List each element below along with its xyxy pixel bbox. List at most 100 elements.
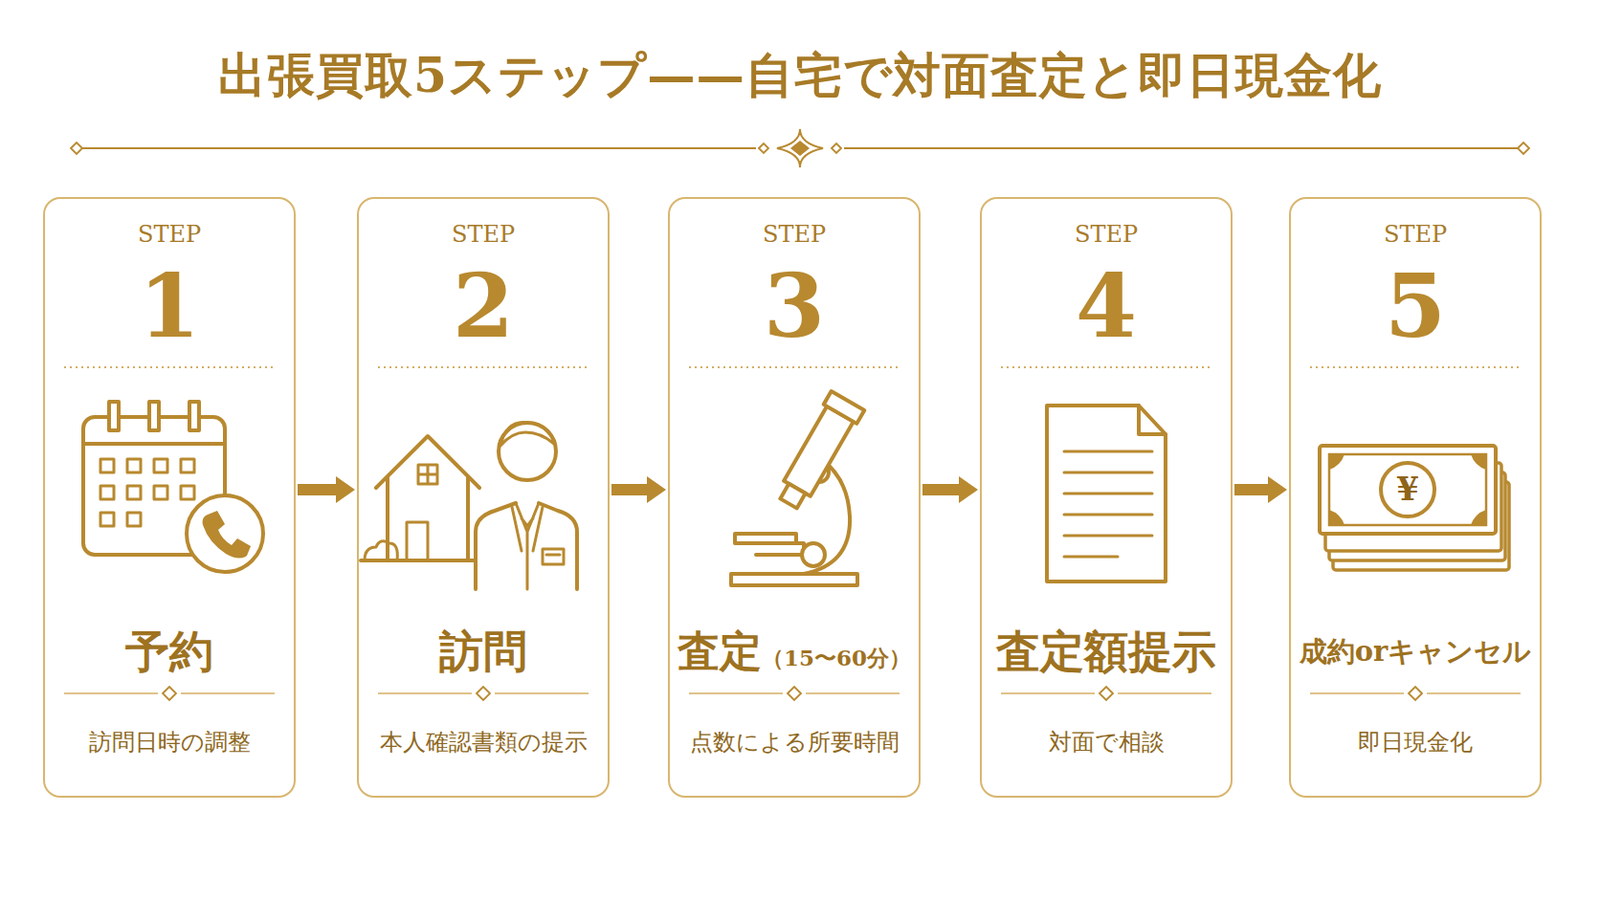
step-description: 対面で相談: [981, 728, 1231, 757]
divider-line: [1117, 692, 1212, 695]
step-card: STEP 3 査定（15〜60分） 点数による所要時間: [667, 197, 921, 799]
heading-note: （15〜60分）: [761, 632, 912, 685]
document-page: [1046, 405, 1166, 582]
bill-corner: [1470, 510, 1487, 526]
microscope-knob: [801, 543, 825, 567]
divider-line: [64, 692, 158, 695]
dotted-divider: [688, 366, 900, 369]
divider-line: [1310, 692, 1404, 695]
document-fold: [1138, 405, 1166, 435]
dotted-divider: [1310, 366, 1521, 369]
microscope-stage: [734, 533, 804, 556]
step-description: 点数による所要時間: [669, 728, 919, 757]
diagram-title: 出張買取5ステップ——自宅で対面査定と即日現金化: [0, 42, 1600, 110]
microscope-base: [731, 574, 858, 586]
calendar-cell: [154, 459, 168, 473]
step-card: STEP 1 予約訪問日時の調整: [43, 197, 296, 799]
person-lapel: [511, 507, 543, 552]
rule-ornament: [790, 140, 810, 156]
calendar-cell: [154, 486, 168, 500]
rule-diamond: [1517, 142, 1530, 155]
document-line: [1064, 513, 1153, 517]
divider-line: [688, 692, 783, 695]
microscope-tube: [772, 391, 866, 513]
rule-ornament: [777, 129, 823, 168]
divider-line: [805, 692, 900, 695]
heading-row: 成約orキャンセル: [1290, 625, 1540, 678]
yen-circle: [1380, 463, 1435, 517]
calendar-band: [83, 442, 225, 446]
house-bush: [364, 541, 398, 561]
document-line: [1064, 492, 1153, 496]
house-window: [418, 465, 438, 485]
calendar-cell: [127, 512, 141, 527]
flow-arrow: [1234, 484, 1268, 496]
step-label: STEP: [1290, 220, 1540, 249]
step-icon: [360, 422, 578, 591]
step-label: STEP: [669, 220, 919, 249]
step-icon: [1319, 445, 1510, 571]
calendar-cell: [100, 512, 114, 527]
title-rule: [76, 147, 756, 150]
rule-diamond: [831, 143, 842, 154]
house-door: [406, 522, 428, 561]
divider-line: [494, 692, 589, 695]
step-label: STEP: [44, 220, 294, 249]
phone-handset: [202, 511, 251, 559]
dotted-divider: [64, 366, 275, 369]
document-line: [1064, 555, 1118, 559]
document-line: [1064, 471, 1153, 475]
rule-diamond: [70, 142, 83, 155]
divider-diamond: [476, 687, 490, 701]
heading-row: 訪問: [358, 625, 608, 678]
divider-line: [180, 692, 275, 695]
calendar-ring: [109, 401, 119, 431]
step-icon: [83, 401, 264, 573]
step-number: 3: [669, 258, 919, 355]
calendar-ring: [189, 401, 200, 431]
divider-line: [377, 692, 472, 695]
bill-corner: [1470, 454, 1487, 470]
name-badge: [542, 549, 564, 565]
dotted-divider: [1000, 366, 1212, 369]
step-heading: 訪問: [439, 625, 528, 678]
tube-body: [783, 406, 854, 497]
step-heading: 成約orキャンセル: [1299, 625, 1533, 678]
step-number: 5: [1290, 258, 1540, 355]
flow-arrow: [922, 484, 959, 496]
step-description: 本人確認書類の提示: [358, 728, 608, 757]
divider-line: [1426, 692, 1521, 695]
step-description: 即日現金化: [1290, 728, 1540, 757]
heading-row: 査定額提示: [981, 625, 1231, 678]
step-card: STEP4査定額提示対面で相談: [979, 197, 1233, 799]
heading-row: 予約: [44, 625, 294, 678]
divider-diamond: [162, 687, 177, 701]
divider-diamond: [1099, 687, 1113, 701]
document-line: [1064, 534, 1153, 538]
phone-badge: [186, 495, 264, 573]
document-line: [1064, 450, 1153, 454]
step-heading: 査定: [677, 625, 762, 678]
dotted-divider: [377, 366, 589, 369]
tube-objective: [779, 484, 805, 510]
calendar-cell: [100, 459, 114, 473]
heading-row: 査定（15〜60分）: [669, 625, 919, 678]
calendar-cell: [180, 486, 195, 500]
step-label: STEP: [358, 220, 608, 249]
step-number: 1: [44, 258, 294, 355]
step-label: STEP: [981, 220, 1231, 249]
tube-eyepiece: [823, 391, 866, 424]
ground-line: [360, 558, 474, 563]
title-rule: [844, 147, 1524, 150]
person-head: [498, 422, 556, 481]
step-number: 2: [358, 258, 608, 355]
divider-line: [1000, 692, 1095, 695]
step-card: STEP 2 訪問本人確認書類の提示: [356, 197, 610, 799]
person-body: [475, 503, 578, 590]
flow-arrow: [611, 484, 647, 496]
rule-diamond: [758, 143, 769, 154]
flow-arrow: [297, 484, 336, 496]
step-description: 訪問日時の調整: [44, 728, 294, 757]
calendar-cell: [180, 459, 195, 473]
bill-corner: [1329, 454, 1345, 470]
